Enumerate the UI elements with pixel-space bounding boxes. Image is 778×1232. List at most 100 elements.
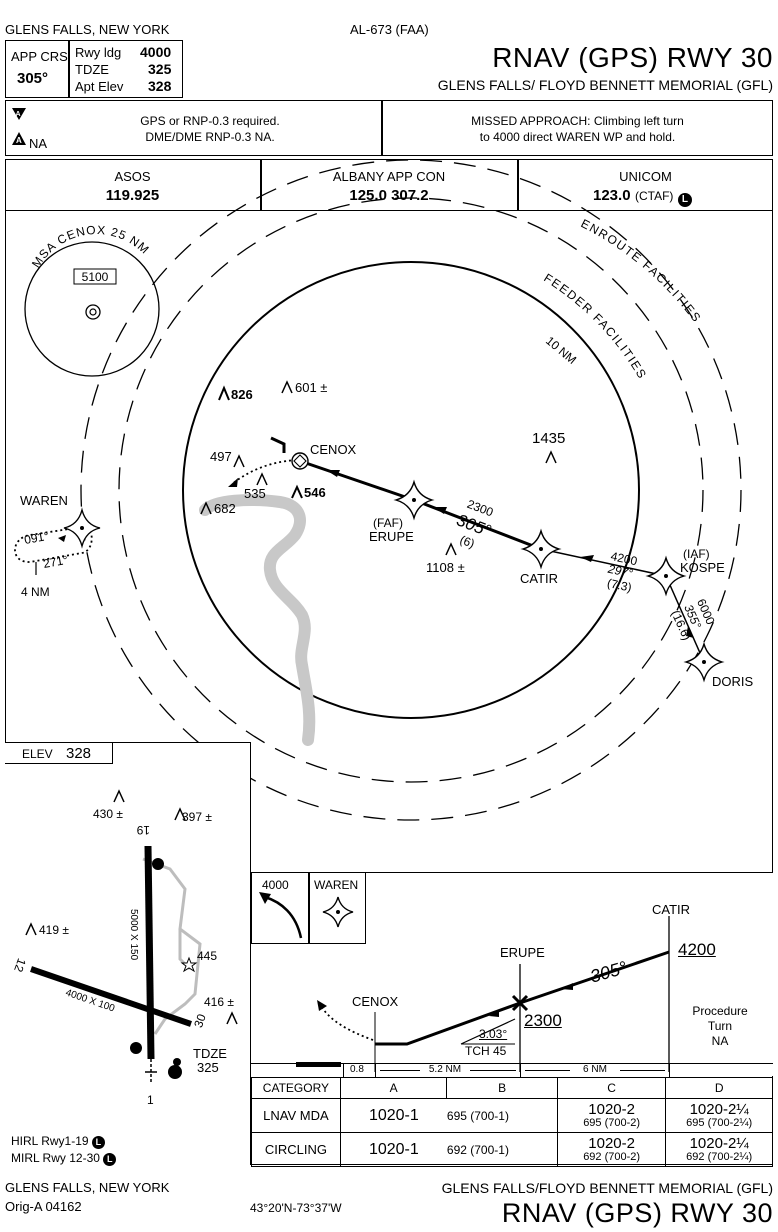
course-arrow-4 — [686, 626, 694, 638]
course-arrow — [489, 1011, 499, 1017]
distance-tick — [375, 1063, 377, 1077]
distance-tick — [669, 1063, 671, 1077]
lnav-label: LNAV MDA — [251, 1098, 341, 1133]
unicom-line: 123.0 (CTAF) L — [593, 187, 692, 207]
obstacle-icon — [281, 380, 293, 394]
vgsi-icon — [130, 1042, 142, 1054]
unicom-ctaf: (CTAF) — [635, 189, 674, 203]
missed-approach-path — [231, 459, 297, 485]
missed-approach-arrow — [228, 478, 238, 487]
course-arrow-2 — [433, 507, 447, 514]
lnav-cat-d: 1020-2¼ 695 (700-2¼) — [665, 1098, 773, 1133]
beacon-icon — [180, 956, 198, 973]
distance-tick — [520, 1063, 522, 1077]
obstacle-icon — [174, 807, 186, 821]
obstacle-1435: 1435 — [532, 430, 565, 447]
profile-cenox: CENOX — [352, 994, 399, 1009]
obstacle-1108: 1108 ± — [426, 560, 465, 575]
lnav-cat-a: 1020-1 — [339, 1098, 447, 1133]
elev-label: ELEV — [22, 747, 53, 761]
comms-divider-1 — [260, 159, 262, 211]
airport-tdze-label: TDZE — [193, 1046, 227, 1061]
profile-view — [259, 892, 670, 1072]
course-doris-kospe — [665, 575, 705, 663]
obstacle-icon — [218, 385, 230, 401]
lighting-icon: L — [103, 1153, 117, 1166]
waren-waypoint-icon — [63, 507, 101, 549]
lnav-cat-c-sub: 695 (700-2) — [583, 1116, 641, 1129]
descent-path — [375, 950, 670, 1046]
iaf-label: (IAF) — [683, 547, 710, 561]
missed-approach-line-2: to 4000 direct WAREN WP and hold. — [479, 130, 676, 144]
alternate-na-icon: A — [12, 132, 26, 145]
lnav-cat-c-main: 1020-2 — [588, 1100, 635, 1118]
missed-icons-divider — [308, 872, 310, 944]
procedure-turn-line-1: Procedure — [692, 1004, 748, 1018]
distance-tick — [343, 1063, 345, 1077]
missed-approach-path — [320, 1005, 374, 1041]
obstacle-430: 430 ± — [93, 807, 123, 821]
footer-location: GLENS FALLS, NEW YORK — [5, 1180, 170, 1195]
runway-30-label: 30 — [191, 1012, 209, 1030]
lnav-cat-d-sub: 695 (700-2¼) — [686, 1116, 753, 1129]
lighting-text-1: HIRL Rwy1-19 — [11, 1134, 89, 1148]
runway-1-19 — [144, 845, 155, 1060]
hold-outbound-course: 271° — [42, 553, 69, 571]
doris-label: DORIS — [712, 674, 754, 689]
obstacle-416: 416 ± — [204, 995, 234, 1009]
missed-altitude: 4000 — [262, 878, 289, 892]
course-catir-kospe — [540, 548, 667, 577]
lnav-cat-d-main: 1020-2¼ — [689, 1100, 749, 1118]
apt-elev-label: Apt Elev — [75, 79, 124, 94]
feeder-facilities-label: FEEDER FACILITIES — [541, 271, 649, 382]
course-cenox-erupe — [299, 459, 415, 502]
approach-symbols: A A — [12, 108, 26, 145]
app-crs-box — [5, 40, 183, 98]
ten-nm-label: 10 NM — [543, 334, 579, 367]
unicom-label: UNICOM — [619, 169, 672, 184]
notes-box — [5, 100, 773, 156]
asos-icon — [168, 1065, 182, 1079]
missed-fix: WAREN — [314, 878, 359, 892]
tdze-label: TDZE — [75, 62, 109, 77]
glidepath-line — [460, 1018, 516, 1045]
circling-cat-c-main: 1020-2 — [588, 1134, 635, 1152]
approach-control-label: ALBANY APP CON — [332, 169, 446, 184]
category-b: B — [446, 1077, 558, 1099]
obstacle-icon — [545, 450, 557, 464]
footer-amendment: Orig-A 04162 — [5, 1199, 82, 1214]
cenox-label: CENOX — [310, 442, 357, 457]
course-arrow — [561, 983, 573, 990]
runway-1-label: 1 — [147, 1093, 154, 1107]
footer-coordinates: 43°20'N-73°37'W — [250, 1201, 342, 1215]
comms-divider-2 — [517, 159, 519, 211]
feeder-ring — [118, 197, 704, 783]
waren-label: WAREN — [20, 493, 68, 508]
msa-label: MSA CENOX 25 NM — [29, 223, 152, 270]
circling-cat-d: 1020-2¼ 692 (700-2¼) — [665, 1132, 773, 1167]
app-crs-label: APP CRS — [11, 49, 68, 64]
unicom-frequency: 123.0 — [593, 187, 631, 204]
catir-label: CATIR — [520, 571, 558, 586]
obstacle-icon — [226, 1011, 238, 1025]
distance-c: 6 NM — [570, 1064, 620, 1075]
tdze-value: 325 — [148, 61, 172, 77]
obstacle-icon — [256, 472, 268, 486]
ctaf-lighting-icon: L — [677, 193, 692, 207]
procedure-title: RNAV (GPS) RWY 30 — [492, 42, 773, 73]
lnav-cat-c: 1020-2 695 (700-2) — [556, 1098, 667, 1133]
lighting-icon: L — [91, 1136, 105, 1149]
missed-approach-line-1: MISSED APPROACH: Climbing left turn — [471, 114, 684, 128]
obstacle-icon — [233, 454, 245, 468]
faf-label: (FAF) — [373, 516, 403, 530]
circling-label: CIRCLING — [251, 1132, 341, 1167]
alternate-na-label: NA — [29, 136, 48, 151]
seg2-altitude: 4200 — [609, 549, 638, 568]
svg-text:A: A — [16, 136, 22, 145]
circling-cat-d-sub: 692 (700-2¼) — [686, 1150, 753, 1163]
obstacle-497: 497 — [210, 449, 232, 464]
obstacle-682: 682 — [214, 501, 236, 516]
obstacle-826: 826 — [231, 387, 253, 402]
requirement-line-1: GPS or RNP-0.3 required. — [140, 114, 280, 128]
msa-waypoint-icon — [85, 304, 101, 320]
